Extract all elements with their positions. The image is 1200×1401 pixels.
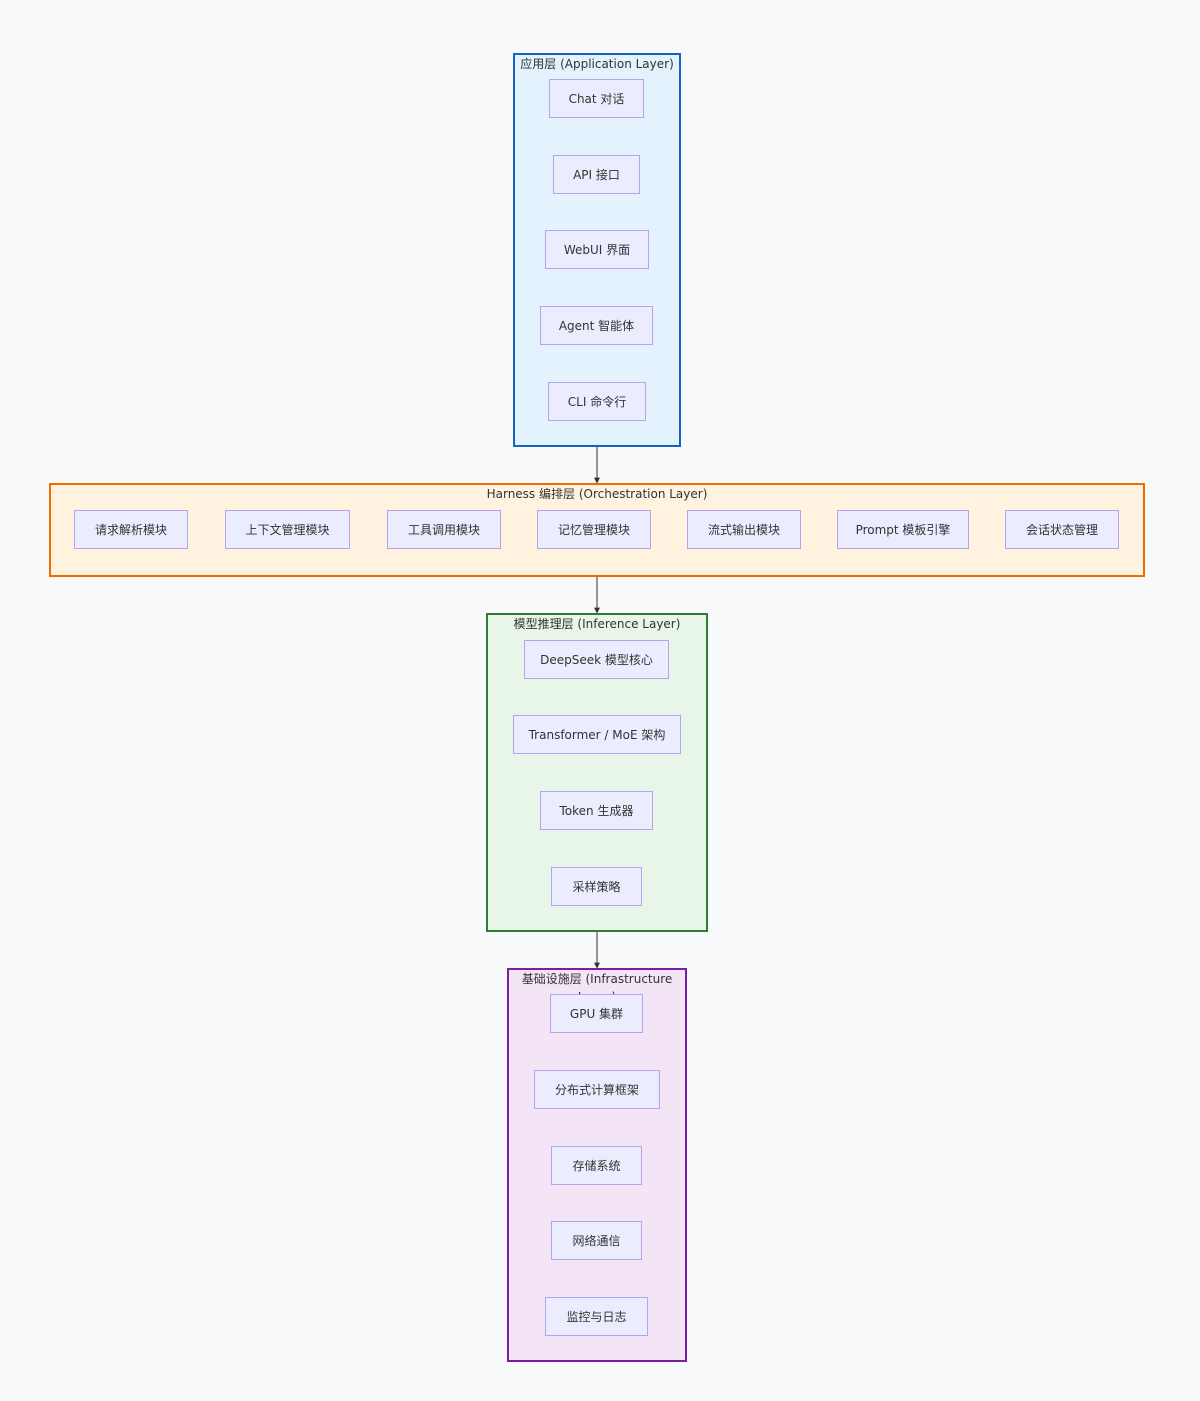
node-memory-management: 记忆管理模块 bbox=[537, 510, 651, 549]
infrastructure-layer-title: 基础设施层 (Infrastructure Layer) bbox=[521, 972, 673, 996]
node-streaming-output: 流式输出模块 bbox=[687, 510, 801, 549]
node-gpu-cluster: GPU 集群 bbox=[550, 994, 643, 1033]
node-deepseek-core: DeepSeek 模型核心 bbox=[524, 640, 669, 679]
orchestration-layer: Harness 编排层 (Orchestration Layer) 请求解析模块… bbox=[49, 483, 1145, 577]
node-token-generator: Token 生成器 bbox=[540, 791, 653, 830]
node-session-state: 会话状态管理 bbox=[1005, 510, 1119, 549]
node-storage: 存储系统 bbox=[551, 1146, 642, 1185]
application-layer-title: 应用层 (Application Layer) bbox=[520, 57, 674, 71]
node-webui: WebUI 界面 bbox=[545, 230, 649, 269]
node-networking: 网络通信 bbox=[551, 1221, 642, 1260]
node-request-parsing: 请求解析模块 bbox=[74, 510, 188, 549]
node-prompt-template: Prompt 模板引擎 bbox=[837, 510, 969, 549]
node-monitoring-logging: 监控与日志 bbox=[545, 1297, 648, 1336]
node-tool-calling: 工具调用模块 bbox=[387, 510, 501, 549]
node-cli: CLI 命令行 bbox=[548, 382, 646, 421]
inference-layer-title: 模型推理层 (Inference Layer) bbox=[513, 617, 681, 631]
orchestration-layer-title: Harness 编排层 (Orchestration Layer) bbox=[486, 487, 708, 501]
node-transformer-moe: Transformer / MoE 架构 bbox=[513, 715, 681, 754]
node-chat: Chat 对话 bbox=[549, 79, 644, 118]
node-distributed-framework: 分布式计算框架 bbox=[534, 1070, 660, 1109]
node-api: API 接口 bbox=[553, 155, 640, 194]
node-sampling-strategy: 采样策略 bbox=[551, 867, 642, 906]
node-context-management: 上下文管理模块 bbox=[225, 510, 350, 549]
infrastructure-layer: 基础设施层 (Infrastructure Layer) GPU 集群 分布式计… bbox=[507, 968, 687, 1362]
application-layer: 应用层 (Application Layer) Chat 对话 API 接口 W… bbox=[513, 53, 681, 447]
inference-layer: 模型推理层 (Inference Layer) DeepSeek 模型核心 Tr… bbox=[486, 613, 708, 932]
node-agent: Agent 智能体 bbox=[540, 306, 653, 345]
